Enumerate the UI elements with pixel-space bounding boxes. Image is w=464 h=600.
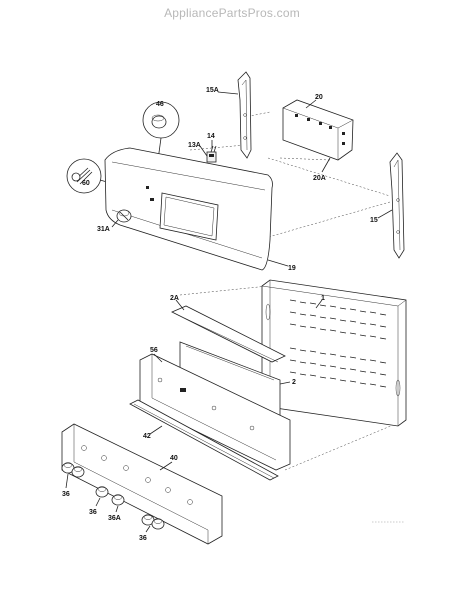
knob-36A[interactable] xyxy=(111,494,125,506)
callout-36-c: 36 xyxy=(139,535,147,542)
bracket-15[interactable] xyxy=(389,152,405,259)
strip-42[interactable] xyxy=(129,399,279,481)
part-46-inset[interactable] xyxy=(142,101,180,183)
callout-15A: 15A xyxy=(206,87,219,94)
callout-40: 40 xyxy=(170,455,178,462)
callout-2: 2 xyxy=(292,379,296,386)
knob-36-c[interactable] xyxy=(95,486,109,498)
knob-31A[interactable] xyxy=(116,209,132,223)
callout-2A: 2A xyxy=(170,295,179,302)
watermark: AppliancePartsPros.com xyxy=(164,6,300,20)
switch-13A[interactable] xyxy=(206,145,217,163)
dashed-leaders xyxy=(179,111,406,471)
callout-36-b: 36 xyxy=(89,509,97,516)
callout-56: 56 xyxy=(150,347,158,354)
callout-36-a: 36 xyxy=(62,491,70,498)
callout-20: 20 xyxy=(315,94,323,101)
bracket-15A[interactable] xyxy=(237,71,252,159)
callout-19: 19 xyxy=(288,265,296,272)
callout-15: 15 xyxy=(370,217,378,224)
callout-36A: 36A xyxy=(108,515,121,522)
back-panel-1[interactable] xyxy=(261,279,407,427)
callout-42: 42 xyxy=(143,433,151,440)
callout-20A: 20A xyxy=(313,175,326,182)
callout-1: 1 xyxy=(321,295,325,302)
control-board-20[interactable] xyxy=(282,99,354,161)
panel-2A[interactable] xyxy=(171,305,286,363)
callout-46: 46 xyxy=(156,101,164,108)
callout-leaders xyxy=(65,91,393,533)
control-panel-19[interactable] xyxy=(104,147,273,271)
callout-60: 60 xyxy=(82,180,90,187)
knob-36-b[interactable] xyxy=(71,466,85,478)
callout-31A: 31A xyxy=(97,226,110,233)
knob-36-e[interactable] xyxy=(151,518,165,530)
callout-14: 14 xyxy=(207,133,215,140)
manifold-panel-40[interactable] xyxy=(61,423,223,545)
vent-slots xyxy=(289,299,387,388)
callout-13A: 13A xyxy=(188,142,201,149)
